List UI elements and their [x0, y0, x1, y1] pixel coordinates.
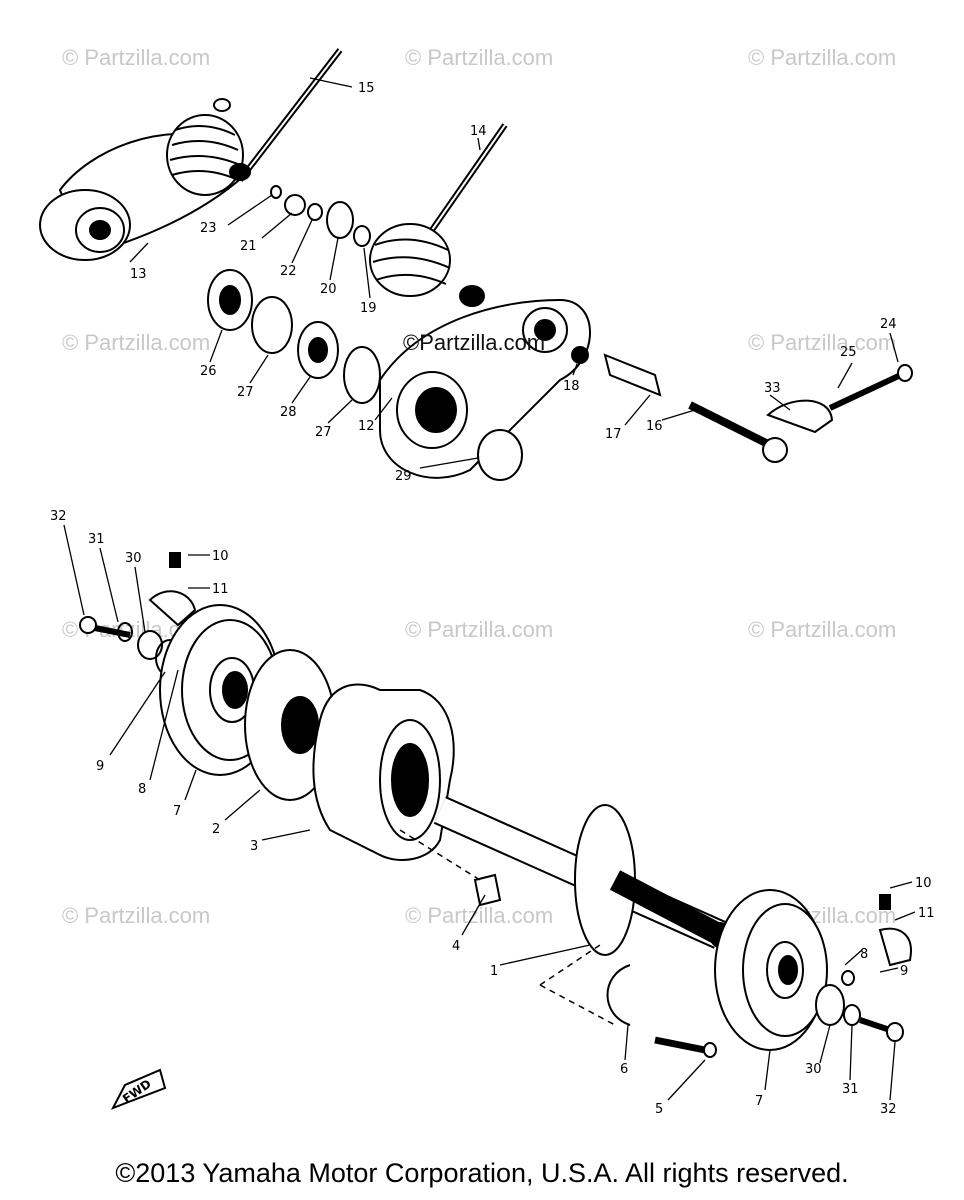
- callout-24: 24: [880, 317, 897, 332]
- callout-25: 25: [840, 345, 857, 360]
- washer-30: [137, 630, 163, 660]
- callout-6: 6: [620, 1062, 628, 1077]
- part-20: [326, 201, 354, 239]
- callout-5: 5: [655, 1102, 663, 1117]
- nut-24: [897, 364, 913, 382]
- bolt-5: [654, 1036, 706, 1054]
- callout-30-left: 30: [125, 551, 142, 566]
- sprocket-3: [312, 683, 455, 861]
- copyright-notice: ©2013 Yamaha Motor Corporation, U.S.A. A…: [115, 1158, 849, 1188]
- bolt-32-right: [859, 1017, 891, 1033]
- collar-17: [603, 353, 662, 397]
- callout-9-right: 9: [900, 964, 908, 979]
- watermark: © Partzilla.com: [405, 45, 554, 70]
- center-watermark: ©Partzilla.com: [403, 330, 546, 355]
- callout-29: 29: [395, 469, 412, 484]
- watermark: © Partzilla.com: [62, 330, 211, 355]
- clip-6: [606, 964, 631, 1026]
- callout-11-left: 11: [212, 582, 229, 597]
- washer-31-right: [843, 1004, 861, 1026]
- callout-32-right: 32: [880, 1102, 897, 1117]
- callout-32-left: 32: [50, 509, 67, 524]
- part-18: [571, 346, 589, 364]
- callout-30-right: 30: [805, 1062, 822, 1077]
- part-8-right: [841, 970, 855, 986]
- callout-20: 20: [320, 282, 337, 297]
- watermark: © Partzilla.com: [748, 617, 897, 642]
- bolt-16: [688, 401, 772, 449]
- washer-31: [117, 622, 133, 642]
- callout-14: 14: [470, 124, 487, 139]
- callout-28: 28: [280, 405, 297, 420]
- callout-12: 12: [358, 419, 375, 434]
- callout-21: 21: [240, 239, 257, 254]
- bolt-10-right: [879, 894, 891, 910]
- watermark: © Partzilla.com: [405, 903, 554, 928]
- callout-10-right: 10: [915, 876, 932, 891]
- callout-1: 1: [490, 964, 498, 979]
- callout-18: 18: [563, 379, 580, 394]
- part-22: [307, 203, 323, 221]
- callout-31-left: 31: [88, 532, 105, 547]
- callout-33: 33: [764, 381, 781, 396]
- callout-27b: 27: [315, 425, 332, 440]
- watermark: © Partzilla.com: [748, 45, 897, 70]
- bolt-32: [79, 616, 97, 634]
- bolt-25: [828, 370, 907, 411]
- ring-27a: [251, 296, 293, 354]
- watermark: © Partzilla.com: [62, 45, 211, 70]
- callout-17: 17: [605, 427, 622, 442]
- callout-7-right: 7: [755, 1094, 763, 1109]
- callout-27a: 27: [237, 385, 254, 400]
- watermark: © Partzilla.com: [62, 903, 211, 928]
- callout-10-left: 10: [212, 549, 229, 564]
- callout-11-right: 11: [918, 906, 935, 921]
- watermark: © Partzilla.com: [748, 330, 897, 355]
- callout-9-left: 9: [96, 759, 104, 774]
- collar-4: [473, 873, 502, 907]
- arm-12: [379, 298, 591, 479]
- callout-31-right: 31: [842, 1082, 859, 1097]
- arm-13: [39, 98, 251, 261]
- callout-8-right: 8: [860, 947, 868, 962]
- spring-14: [369, 223, 485, 307]
- callout-15: 15: [358, 81, 375, 96]
- cap-29: [477, 429, 523, 481]
- bracket-33: [766, 399, 834, 434]
- callout-2: 2: [212, 822, 220, 837]
- callout-23: 23: [200, 221, 217, 236]
- bolt-10: [169, 552, 181, 568]
- ring-27b: [343, 346, 381, 404]
- callout-8-left: 8: [138, 782, 146, 797]
- callout-16: 16: [646, 419, 663, 434]
- exploded-parts-diagram: 15 14 13 23 21 22 20 19 26 27 28 27 12 2…: [39, 48, 935, 1117]
- bracket-11-right: [878, 927, 912, 967]
- callout-19: 19: [360, 301, 377, 316]
- washer-30-right: [815, 984, 845, 1026]
- callout-22: 22: [280, 264, 297, 279]
- part-21: [284, 194, 306, 216]
- part-19: [353, 225, 371, 247]
- callout-4: 4: [452, 939, 460, 954]
- fwd-arrow: [110, 1068, 167, 1110]
- callout-26: 26: [200, 364, 217, 379]
- callout-3: 3: [250, 839, 258, 854]
- part-23: [270, 185, 282, 199]
- callout-13: 13: [130, 267, 147, 282]
- bracket-11: [148, 590, 197, 627]
- watermark: © Partzilla.com: [405, 617, 554, 642]
- callout-7-left: 7: [173, 804, 181, 819]
